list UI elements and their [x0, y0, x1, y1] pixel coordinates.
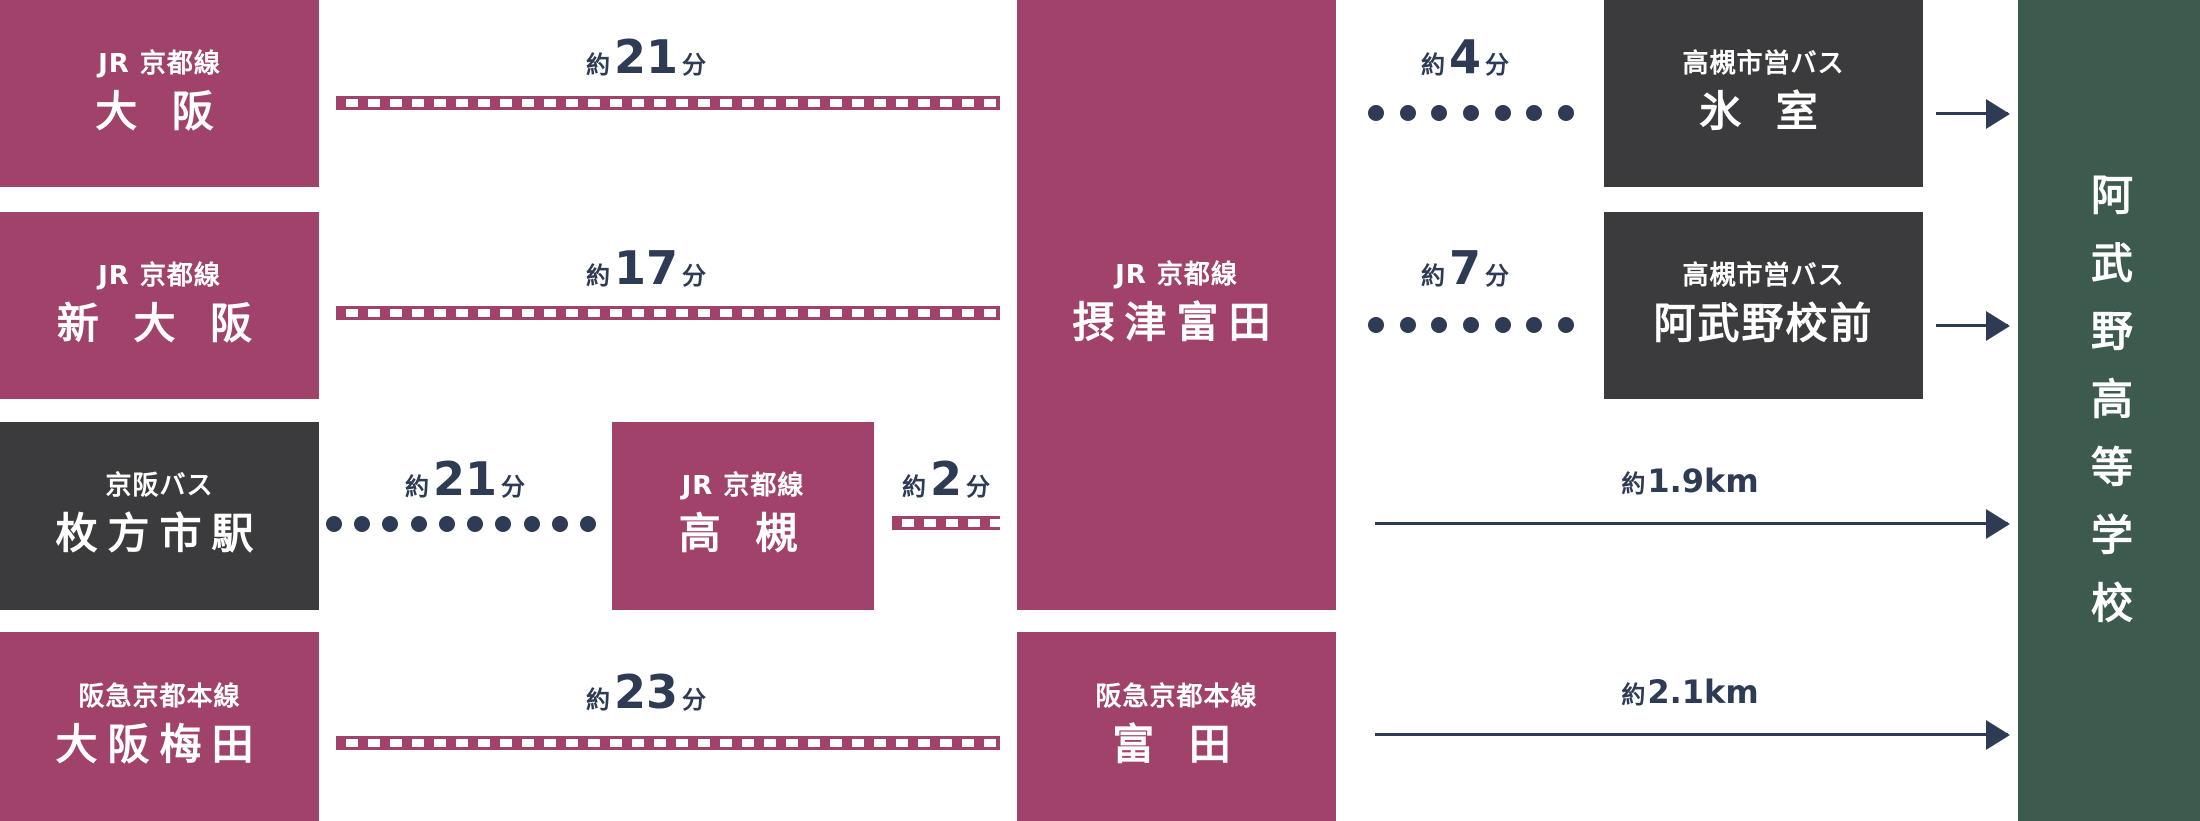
- station-osaka-umeda: 阪急京都本線 大阪梅田: [0, 632, 319, 821]
- bus-stop-name: 氷 室: [1699, 86, 1828, 136]
- station-shin-osaka: JR 京都線 新 大 阪: [0, 212, 319, 399]
- station-name: 富 田: [1112, 719, 1241, 769]
- station-line-label: JR 京都線: [98, 260, 221, 291]
- station-settsu-tonda: JR 京都線 摂津富田: [1017, 0, 1336, 610]
- bus-route-hirakata: [326, 514, 596, 534]
- bus-stop-abuno-koumae: 高槻市営バス 阿武野校前: [1604, 212, 1923, 399]
- station-name: 摂津富田: [1072, 298, 1281, 348]
- station-line-label: 阪急京都本線: [1095, 681, 1258, 712]
- bus-stop-himuro: 高槻市営バス 氷 室: [1604, 0, 1923, 187]
- station-tonda: 阪急京都本線 富 田: [1017, 632, 1336, 821]
- rail-line-takatsuki: [892, 516, 1000, 530]
- station-name: 新 大 阪: [56, 298, 263, 348]
- station-hirakata: 京阪バス 枚方市駅: [0, 422, 319, 610]
- rail-line-shin-osaka: [336, 306, 1000, 320]
- bus-line-label: 高槻市営バス: [1682, 260, 1845, 291]
- bus-line-label: 高槻市営バス: [1682, 48, 1845, 79]
- arrow-right-icon: [1936, 112, 2008, 115]
- station-takatsuki: JR 京都線 高 槻: [612, 422, 874, 610]
- station-line-label: 阪急京都本線: [78, 681, 241, 712]
- station-name: 枚方市駅: [55, 509, 264, 559]
- arrow-right-icon: [1375, 522, 2008, 525]
- station-line-label: JR 京都線: [1115, 260, 1238, 291]
- station-line-label: JR 京都線: [98, 48, 221, 79]
- bus-stop-name: 阿武野校前: [1653, 298, 1874, 348]
- bus-route-abuno: [1368, 315, 1574, 335]
- rail-line-osaka: [336, 96, 1000, 110]
- school-name: 阿武野高等学校: [2084, 172, 2134, 649]
- arrow-right-icon: [1936, 324, 2008, 327]
- station-name: 高 槻: [678, 509, 808, 559]
- arrow-right-icon: [1375, 733, 2008, 736]
- school-destination: 阿武野高等学校: [2018, 0, 2200, 821]
- rail-line-umeda: [336, 736, 1000, 750]
- station-osaka: JR 京都線 大 阪: [0, 0, 319, 187]
- bus-route-himuro: [1368, 103, 1574, 123]
- station-name: 大阪梅田: [55, 719, 264, 769]
- station-name: 大 阪: [95, 86, 224, 136]
- station-line-label: JR 京都線: [681, 471, 805, 502]
- station-line-label: 京阪バス: [105, 471, 214, 502]
